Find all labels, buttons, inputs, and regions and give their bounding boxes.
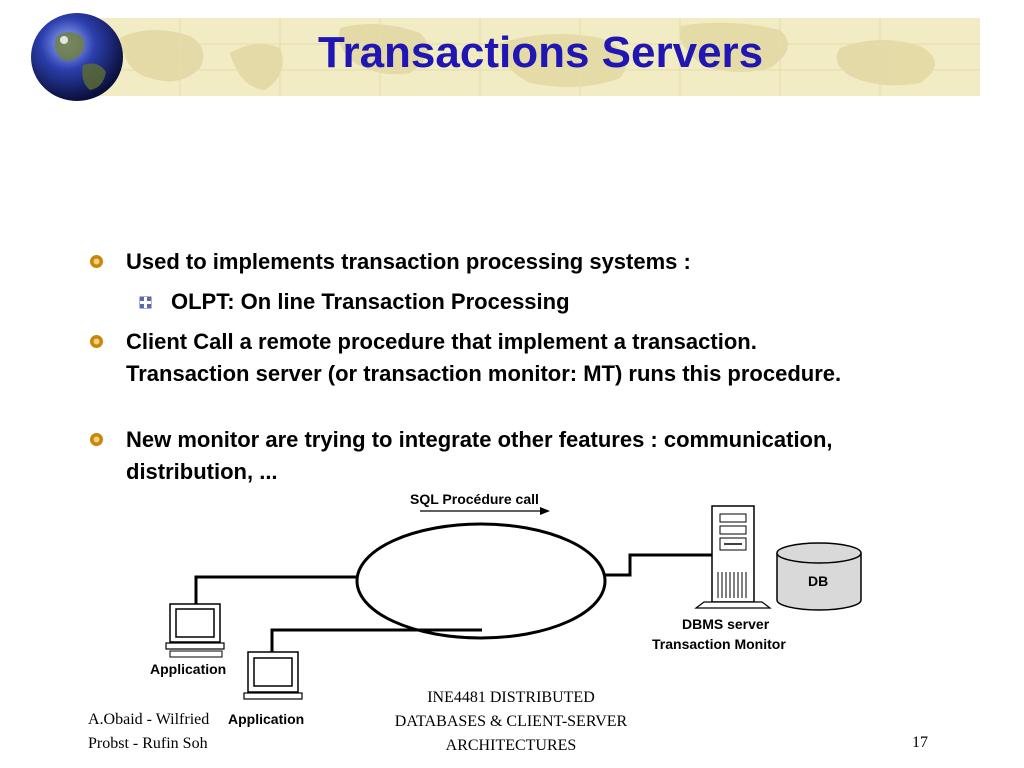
cable-server: [605, 553, 712, 577]
footer-author-line: Probst - Rufin Soh: [88, 735, 208, 752]
transaction-monitor-label: Transaction Monitor: [652, 636, 786, 652]
cable-app2: [270, 628, 482, 652]
database-icon: [776, 542, 862, 611]
bullet-icon: [90, 255, 103, 268]
slide-title: Transactions Servers: [318, 28, 764, 77]
cable-app1: [194, 575, 358, 604]
header-banner: [80, 18, 980, 96]
sql-call-arrow-head: [540, 507, 550, 515]
world-map-background: [80, 18, 980, 96]
footer-authors: A.Obaid - Wilfried Probst - Rufin Soh: [88, 708, 248, 756]
bullet-text: Client Call a remote procedure that impl…: [126, 329, 842, 386]
computer-icon: [243, 651, 303, 700]
footer-course-line: DATABASES & CLIENT-SERVER: [394, 713, 628, 730]
footer-author-line: A.Obaid - Wilfried: [88, 711, 210, 728]
globe-icon: [31, 13, 123, 101]
server-icon: [694, 505, 772, 609]
sub-bullet-text: OLPT: On line Transaction Processing: [171, 289, 570, 314]
db-label: DB: [808, 573, 829, 589]
computer-icon: [165, 603, 225, 658]
footer-course: INE4481 DISTRIBUTED DATABASES & CLIENT-S…: [356, 686, 666, 758]
network-ellipse: [355, 522, 607, 640]
page-number: 17: [912, 734, 928, 751]
dbms-label: DBMS server: [682, 616, 770, 632]
sub-bullet-icon: [139, 296, 152, 309]
footer-course-line: INE4481 DISTRIBUTED: [427, 689, 595, 706]
sql-call-label: SQL Procédure call: [410, 491, 539, 507]
bullet-text: Used to implements transaction processin…: [126, 249, 691, 274]
bullet-icon: [90, 335, 103, 348]
bullet-icon: [90, 433, 103, 446]
footer-course-line: ARCHITECTURES: [445, 737, 577, 754]
application-label: Application: [228, 711, 307, 727]
application-label: Application: [150, 661, 227, 677]
bullet-text: New monitor are trying to integrate othe…: [126, 427, 833, 484]
